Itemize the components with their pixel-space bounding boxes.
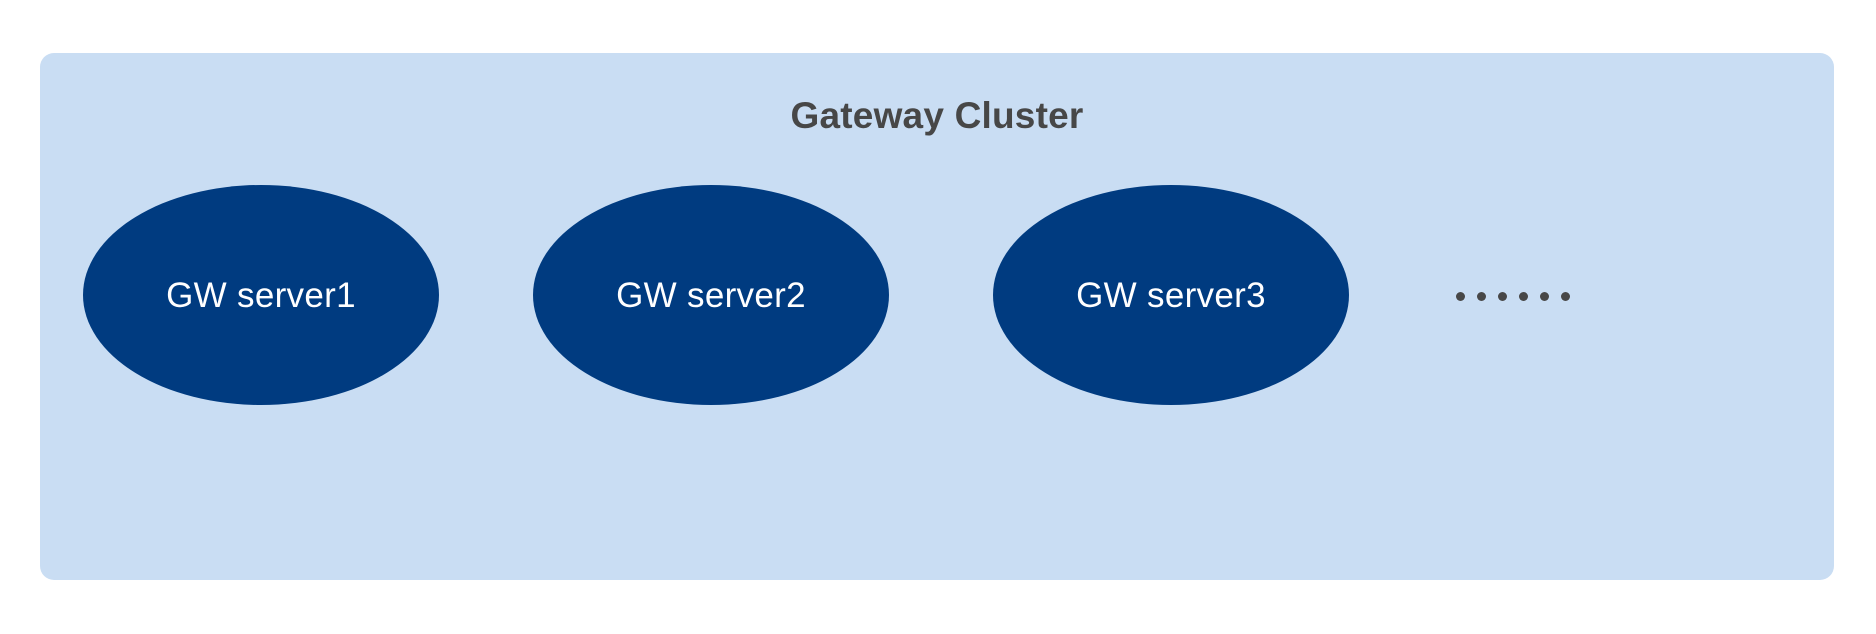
gateway-node-3[interactable]: GW server3 [993,185,1349,405]
ellipsis-dot [1456,291,1465,301]
gateway-node-1[interactable]: GW server1 [83,185,439,405]
ellipsis-dot [1540,291,1549,301]
gateway-node-row: GW server1 GW server2 GW server3 [83,185,1791,415]
gateway-node-3-label: GW server3 [1076,275,1266,315]
more-servers-ellipsis-icon [1456,286,1570,306]
cluster-title: Gateway Cluster [790,95,1084,136]
ellipsis-dot [1519,291,1528,301]
gateway-node-1-label: GW server1 [166,275,356,315]
gateway-node-2[interactable]: GW server2 [533,185,889,405]
ellipsis-dot [1498,291,1507,301]
ellipsis-dot [1561,291,1570,301]
ellipsis-dot [1477,291,1486,301]
gateway-cluster-panel: Gateway Cluster GW server1 GW server2 GW… [40,53,1834,580]
gateway-node-2-label: GW server2 [616,275,806,315]
